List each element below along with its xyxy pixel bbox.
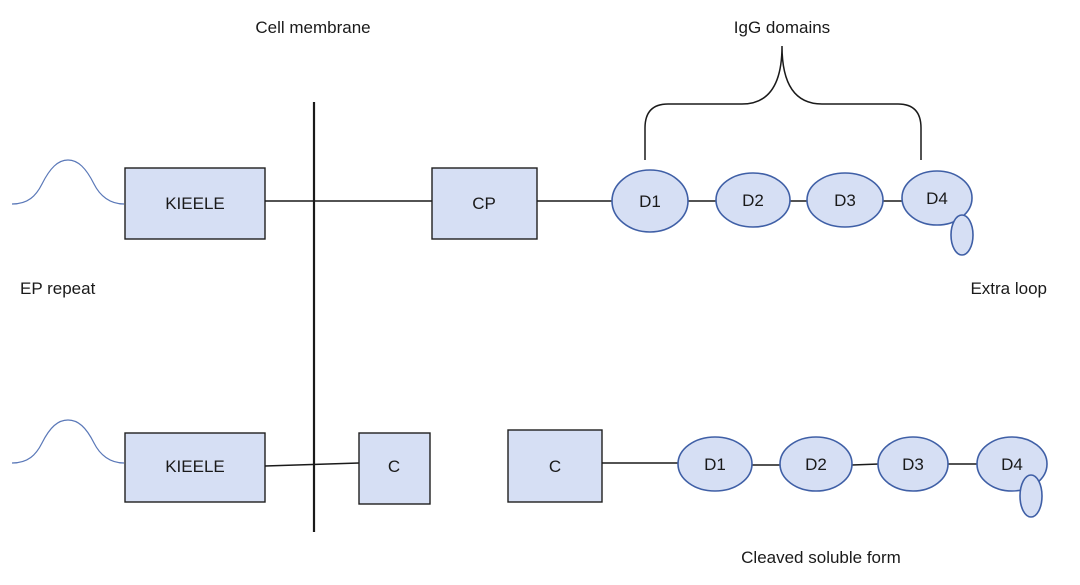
- kieele-box-bottom: [124, 432, 266, 503]
- connector-kieele-c: [264, 462, 360, 467]
- domain-d3-bottom: [877, 436, 949, 492]
- domain-d4-label-bottom: D4: [1001, 455, 1023, 474]
- igg-domains-label: IgG domains: [734, 18, 830, 37]
- domain-d2-top: [715, 172, 791, 228]
- domain-d4-label-top: D4: [926, 189, 948, 208]
- cleaved-soluble-form-label: Cleaved soluble form: [741, 548, 901, 567]
- c-label-soluble: C: [549, 457, 561, 476]
- domain-d1-bottom: [677, 436, 753, 492]
- domain-d1-label-top: D1: [639, 192, 661, 211]
- ep-repeat-label: EP repeat: [20, 279, 96, 298]
- domain-d2-label-bottom: D2: [805, 455, 827, 474]
- ep-repeat-wave-top: [11, 159, 125, 205]
- cell-membrane-label: Cell membrane: [255, 18, 370, 37]
- cp-box: [431, 167, 538, 240]
- extra-loop-ellipse-top: [950, 214, 974, 256]
- kieele-box-top: [124, 167, 266, 240]
- domain-d2-label-top: D2: [742, 191, 764, 210]
- extra-loop-ellipse-bottom: [1019, 474, 1043, 518]
- domain-d3-label-top: D3: [834, 191, 856, 210]
- domain-d2-bottom: [779, 436, 853, 492]
- c-box-soluble: [507, 429, 603, 503]
- igg-bracket: [644, 45, 922, 160]
- c-box-membrane: [358, 432, 431, 505]
- domain-d3-label-bottom: D3: [902, 455, 924, 474]
- kieele-label-top: KIEELE: [165, 194, 225, 213]
- extra-loop-label: Extra loop: [970, 279, 1047, 298]
- ep-repeat-wave-bottom: [11, 419, 125, 464]
- c-label-membrane: C: [388, 457, 400, 476]
- domain-d4-top: [901, 170, 973, 226]
- domain-d1-top: [611, 169, 689, 233]
- domain-d3-top: [806, 172, 884, 228]
- kieele-label-bottom: KIEELE: [165, 457, 225, 476]
- connector-d2-d3-bottom: [851, 463, 880, 466]
- domain-d1-label-bottom: D1: [704, 455, 726, 474]
- cp-label: CP: [472, 194, 496, 213]
